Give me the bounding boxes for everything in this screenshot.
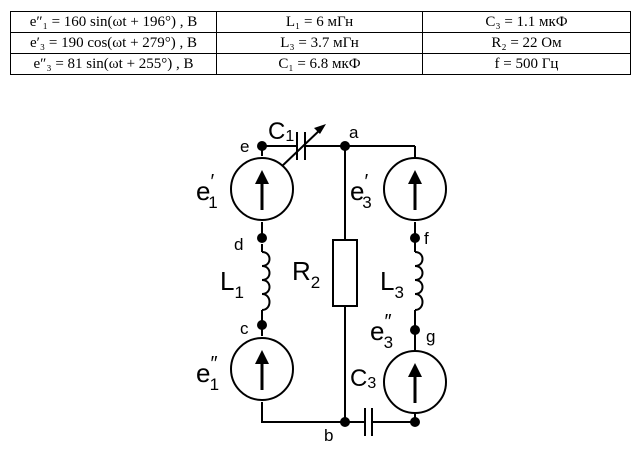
capacitor-c1: [279, 124, 326, 169]
source-e3p-value: e′₃ = 190 cos(ωt + 279°) , B: [29, 34, 198, 51]
node-label-f: f: [424, 229, 429, 248]
inductor-l1: [261, 251, 271, 311]
frequency-value: f = 500 Гц: [494, 55, 559, 72]
label-l1: L1: [220, 266, 244, 302]
node-e-dot: [257, 141, 267, 151]
label-e3pp: e″3: [370, 311, 393, 352]
capacitor-c3: [364, 408, 373, 436]
label-l3: L3: [380, 266, 404, 302]
node-label-g: g: [426, 327, 435, 346]
label-e3p: e′3: [350, 171, 372, 212]
inductance-l3-value: L₃ = 3.7 мГн: [280, 34, 359, 51]
label-c3: C3: [350, 365, 376, 392]
node-d-dot: [257, 233, 267, 243]
label-r2: R2: [292, 256, 320, 292]
resistance-r2-value: R₂ = 22 Ом: [491, 34, 562, 51]
node-label-a: a: [349, 123, 359, 142]
label-e1p: e′1: [196, 171, 218, 212]
source-e1pp: [230, 337, 294, 401]
node-label-b: b: [324, 426, 333, 445]
label-e1pp: e″1: [196, 353, 219, 394]
node-f-dot: [410, 233, 420, 243]
node-right-bottom-dot: [410, 417, 420, 427]
capacitance-c1-value: C₁ = 6.8 мкФ: [278, 55, 361, 72]
source-e1pp-value: e″₁ = 160 sin(ωt + 196°) , B: [29, 13, 198, 30]
wire-right: [372, 146, 416, 423]
node-label-d: d: [234, 235, 243, 254]
label-c1: C1: [268, 118, 294, 145]
node-label-c: c: [240, 319, 249, 338]
parameters-table: e″₁ = 160 sin(ωt + 196°) , B L₁ = 6 мГн …: [10, 11, 631, 75]
node-g-dot: [410, 325, 420, 335]
table-row: e″₃ = 81 sin(ωt + 255°) , B C₁ = 6.8 мкФ…: [10, 53, 631, 75]
inductance-l1-value: L₁ = 6 мГн: [285, 13, 354, 30]
table-cell: f = 500 Гц: [422, 53, 631, 75]
resistor-r2: [332, 239, 358, 307]
node-c-dot: [257, 320, 267, 330]
table-row: e′₃ = 190 cos(ωt + 279°) , B L₃ = 3.7 мГ…: [10, 32, 631, 54]
node-b-dot: [340, 417, 350, 427]
source-e1p: [230, 157, 294, 221]
source-e3pp: [383, 350, 447, 414]
table-cell: L₃ = 3.7 мГн: [216, 32, 423, 54]
source-e3pp-value: e″₃ = 81 sin(ωt + 255°) , B: [33, 55, 194, 72]
node-label-e: e: [240, 137, 249, 156]
node-a-dot: [340, 141, 350, 151]
inductor-l3: [414, 251, 424, 311]
capacitance-c3-value: C₃ = 1.1 мкФ: [485, 13, 568, 30]
table-cell: C₁ = 6.8 мкФ: [216, 53, 423, 75]
table-cell: e″₁ = 160 sin(ωt + 196°) , B: [10, 11, 217, 33]
table-cell: e″₃ = 81 sin(ωt + 255°) , B: [10, 53, 217, 75]
source-e3p: [383, 157, 447, 221]
